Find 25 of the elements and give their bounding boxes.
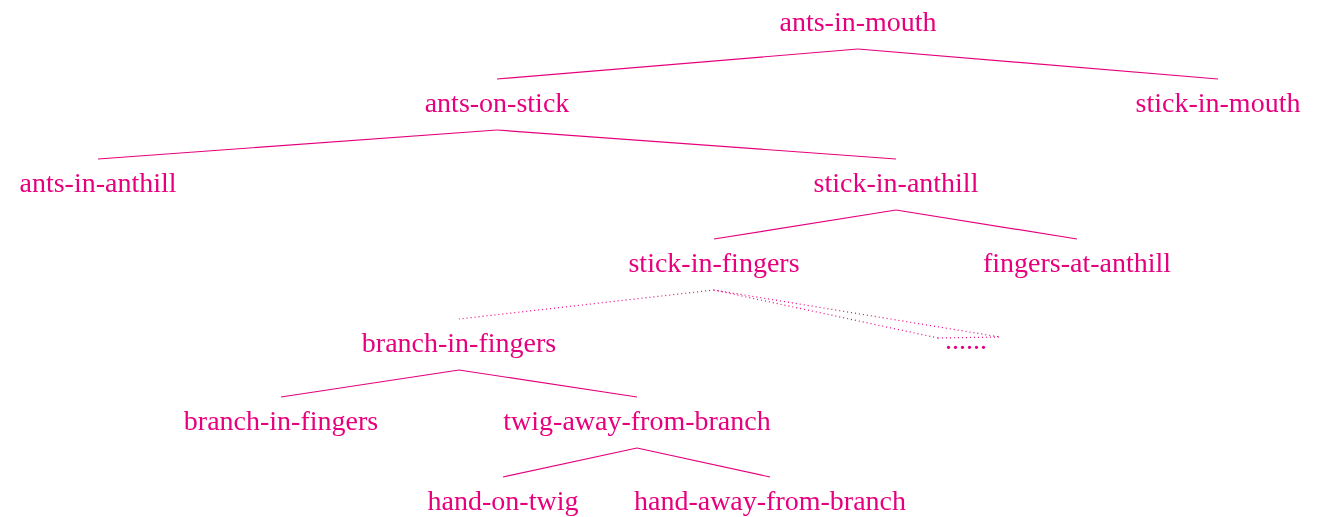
tree-node-label: hand-away-from-branch [633, 485, 907, 517]
tree-branch [97, 129, 498, 160]
dotted-tree-branch [713, 289, 1001, 339]
tree-node-label: branch-in-fingers [183, 405, 379, 437]
tree-branch [895, 209, 1078, 240]
tree-node-label: hand-on-twig [427, 485, 579, 517]
tree-branch [496, 129, 897, 160]
tree-node-label: branch-in-fingers [361, 327, 557, 359]
tree-node-label: ...... [945, 324, 987, 356]
tree-branch [502, 447, 638, 478]
tree-node-label: stick-in-anthill [813, 167, 979, 199]
tree-node-label: stick-in-mouth [1135, 87, 1301, 119]
tree-branch [713, 209, 897, 240]
tree-branch [857, 48, 1219, 80]
tree-branch [458, 369, 638, 398]
tree-node-label: fingers-at-anthill [982, 247, 1172, 279]
dotted-tree-branch [458, 289, 715, 320]
tree-node-label: ants-on-stick [424, 87, 570, 119]
tree-node-label: twig-away-from-branch [503, 405, 771, 437]
tree-node-label: stick-in-fingers [628, 247, 800, 279]
tree-node-label: ants-in-mouth [779, 6, 937, 38]
tree-branch [280, 369, 460, 398]
tree-branch [636, 447, 771, 478]
tree-branch [496, 48, 859, 80]
tree-node-label: ants-in-anthill [19, 167, 177, 199]
